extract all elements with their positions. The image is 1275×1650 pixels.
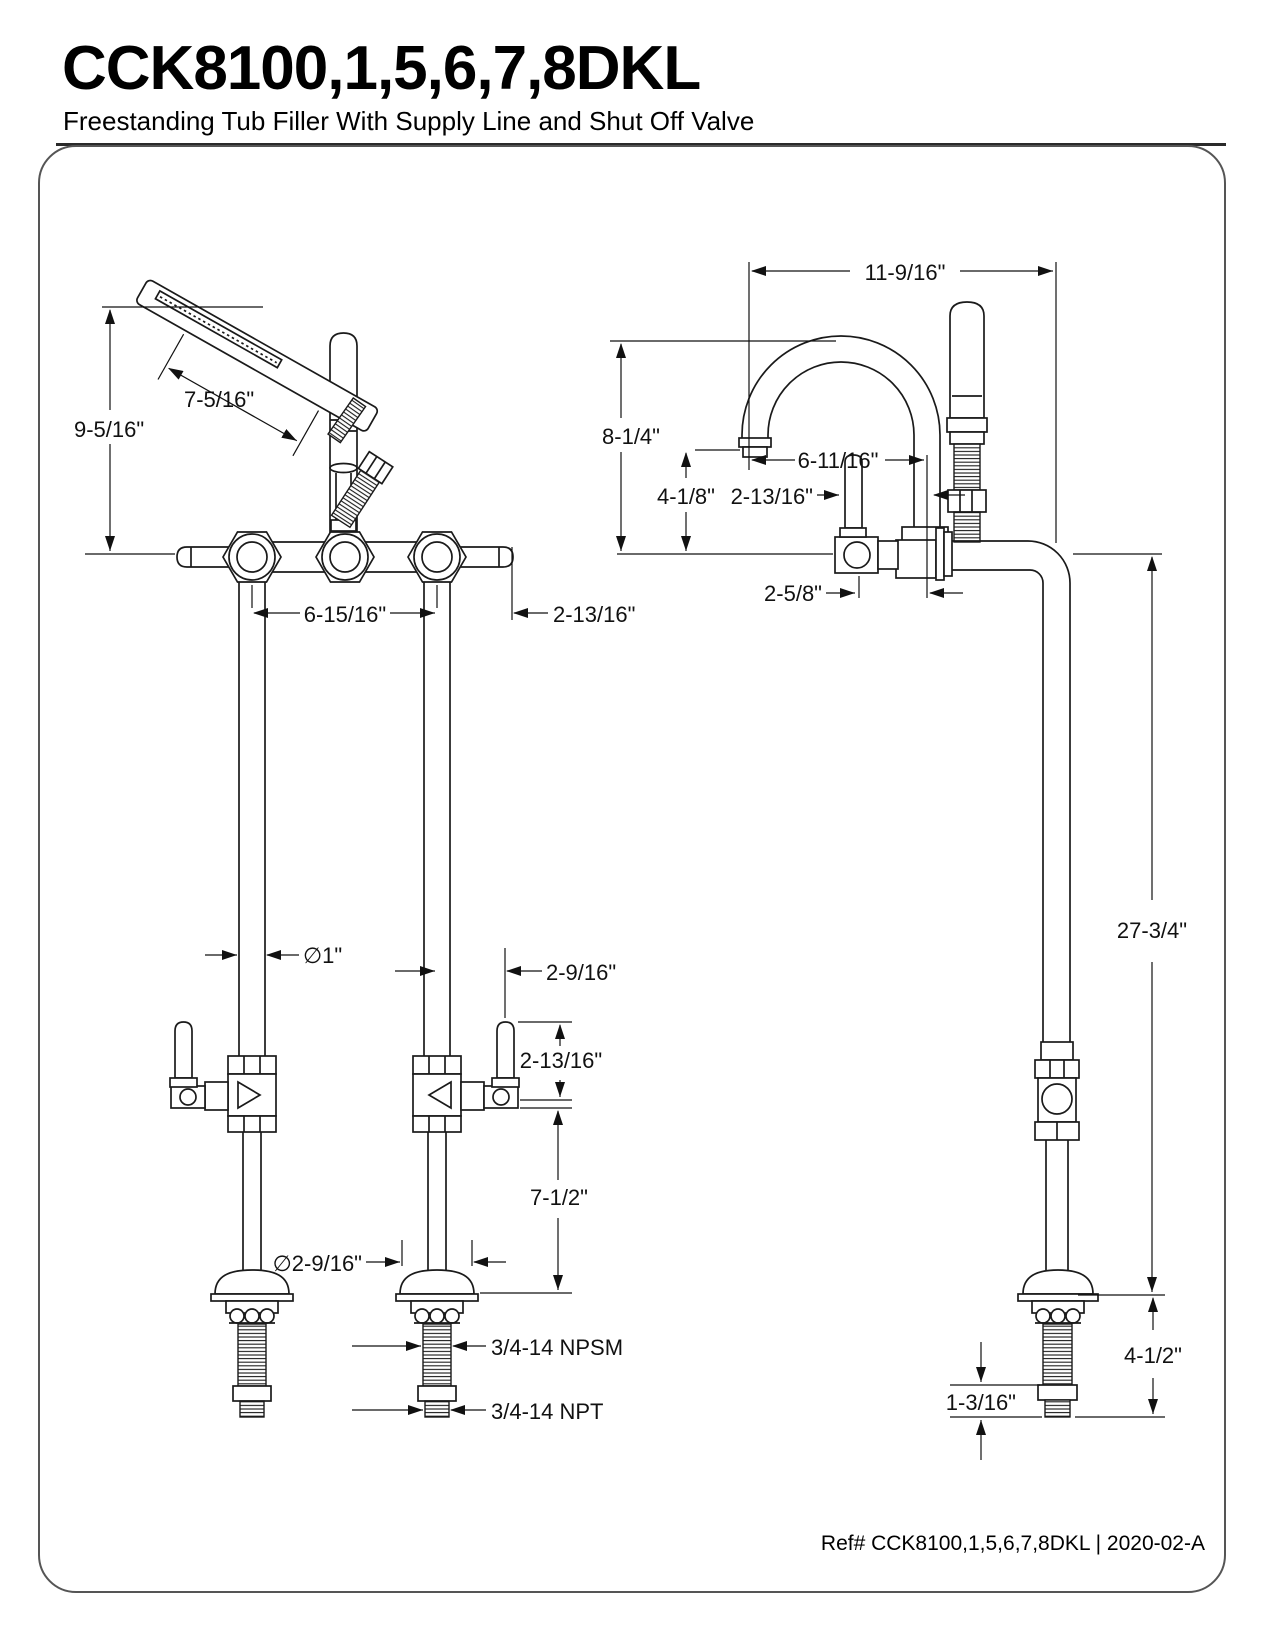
dim-front-flange-diameter: ∅2-9/16" bbox=[273, 1251, 362, 1276]
handshower-side bbox=[946, 301, 988, 543]
side-view-faucet bbox=[617, 301, 1162, 1418]
hose-stub-lower bbox=[330, 450, 394, 529]
handshower-wand bbox=[136, 279, 379, 457]
page-subtitle: Freestanding Tub Filler With Supply Line… bbox=[63, 106, 755, 136]
dim-side-spout-reach: 6-11/16" bbox=[798, 448, 879, 473]
dim-front-wand-length: 7-5/16" bbox=[184, 387, 254, 412]
dim-front-thread-lower: 3/4-14 NPT bbox=[491, 1399, 604, 1424]
dim-side-thread-length: 1-3/16" bbox=[946, 1390, 1016, 1415]
dim-front-lever-length: 2-13/16" bbox=[520, 1048, 602, 1073]
dim-front-supply-below: 7-1/2" bbox=[530, 1185, 588, 1210]
shutoff-valve-side bbox=[1034, 1041, 1080, 1270]
hose-stub-upper bbox=[327, 397, 367, 444]
shutoff-valve-right bbox=[412, 1021, 520, 1133]
dim-front-valve-spread: 6-15/16" bbox=[304, 602, 386, 627]
dim-side-lever-length: 2-13/16" bbox=[731, 484, 813, 509]
front-view-faucet bbox=[136, 279, 520, 1418]
dim-side-valve-offset: 2-5/8" bbox=[764, 581, 822, 606]
subtitle-underline bbox=[56, 143, 1226, 146]
dim-front-handle-extension: 2-13/16" bbox=[553, 602, 635, 627]
mounting-stem-right bbox=[395, 1269, 479, 1418]
dim-side-supply-length: 27-3/4" bbox=[1117, 918, 1187, 943]
drawing-border-frame bbox=[38, 145, 1226, 1593]
dim-front-pipe-diameter: ∅1" bbox=[303, 943, 342, 968]
footer-reference: Ref# CCK8100,1,5,6,7,8DKL | 2020-02-A bbox=[820, 1532, 1205, 1555]
supply-stop-side bbox=[834, 454, 953, 581]
dim-side-spout-reach-overall: 11-9/16" bbox=[865, 260, 946, 285]
dim-front-thread-upper: 3/4-14 NPSM bbox=[491, 1335, 623, 1360]
dim-side-outlet-height: 4-1/8" bbox=[657, 484, 715, 509]
page-title: CCK8100,1,5,6,7,8DKL bbox=[62, 34, 701, 103]
mounting-stem-left bbox=[210, 1269, 294, 1418]
front-view-dimensions: 9-5/16" 7-5/16" 6-15/16" 2-13/16" ∅1" 2-… bbox=[74, 306, 635, 1424]
side-view-dimensions: 11-9/16" 8-1/4" 6-11/16" 4-1/8" 2-13/16" bbox=[602, 260, 1187, 1460]
dim-side-stem-length: 4-1/2" bbox=[1124, 1343, 1182, 1368]
dim-side-spout-height: 8-1/4" bbox=[602, 424, 660, 449]
shutoff-valve-left bbox=[169, 1021, 277, 1133]
mounting-stem-side bbox=[1017, 1269, 1099, 1418]
dim-front-overall-height: 9-5/16" bbox=[74, 417, 144, 442]
dim-front-lever-offset: 2-9/16" bbox=[546, 960, 616, 985]
